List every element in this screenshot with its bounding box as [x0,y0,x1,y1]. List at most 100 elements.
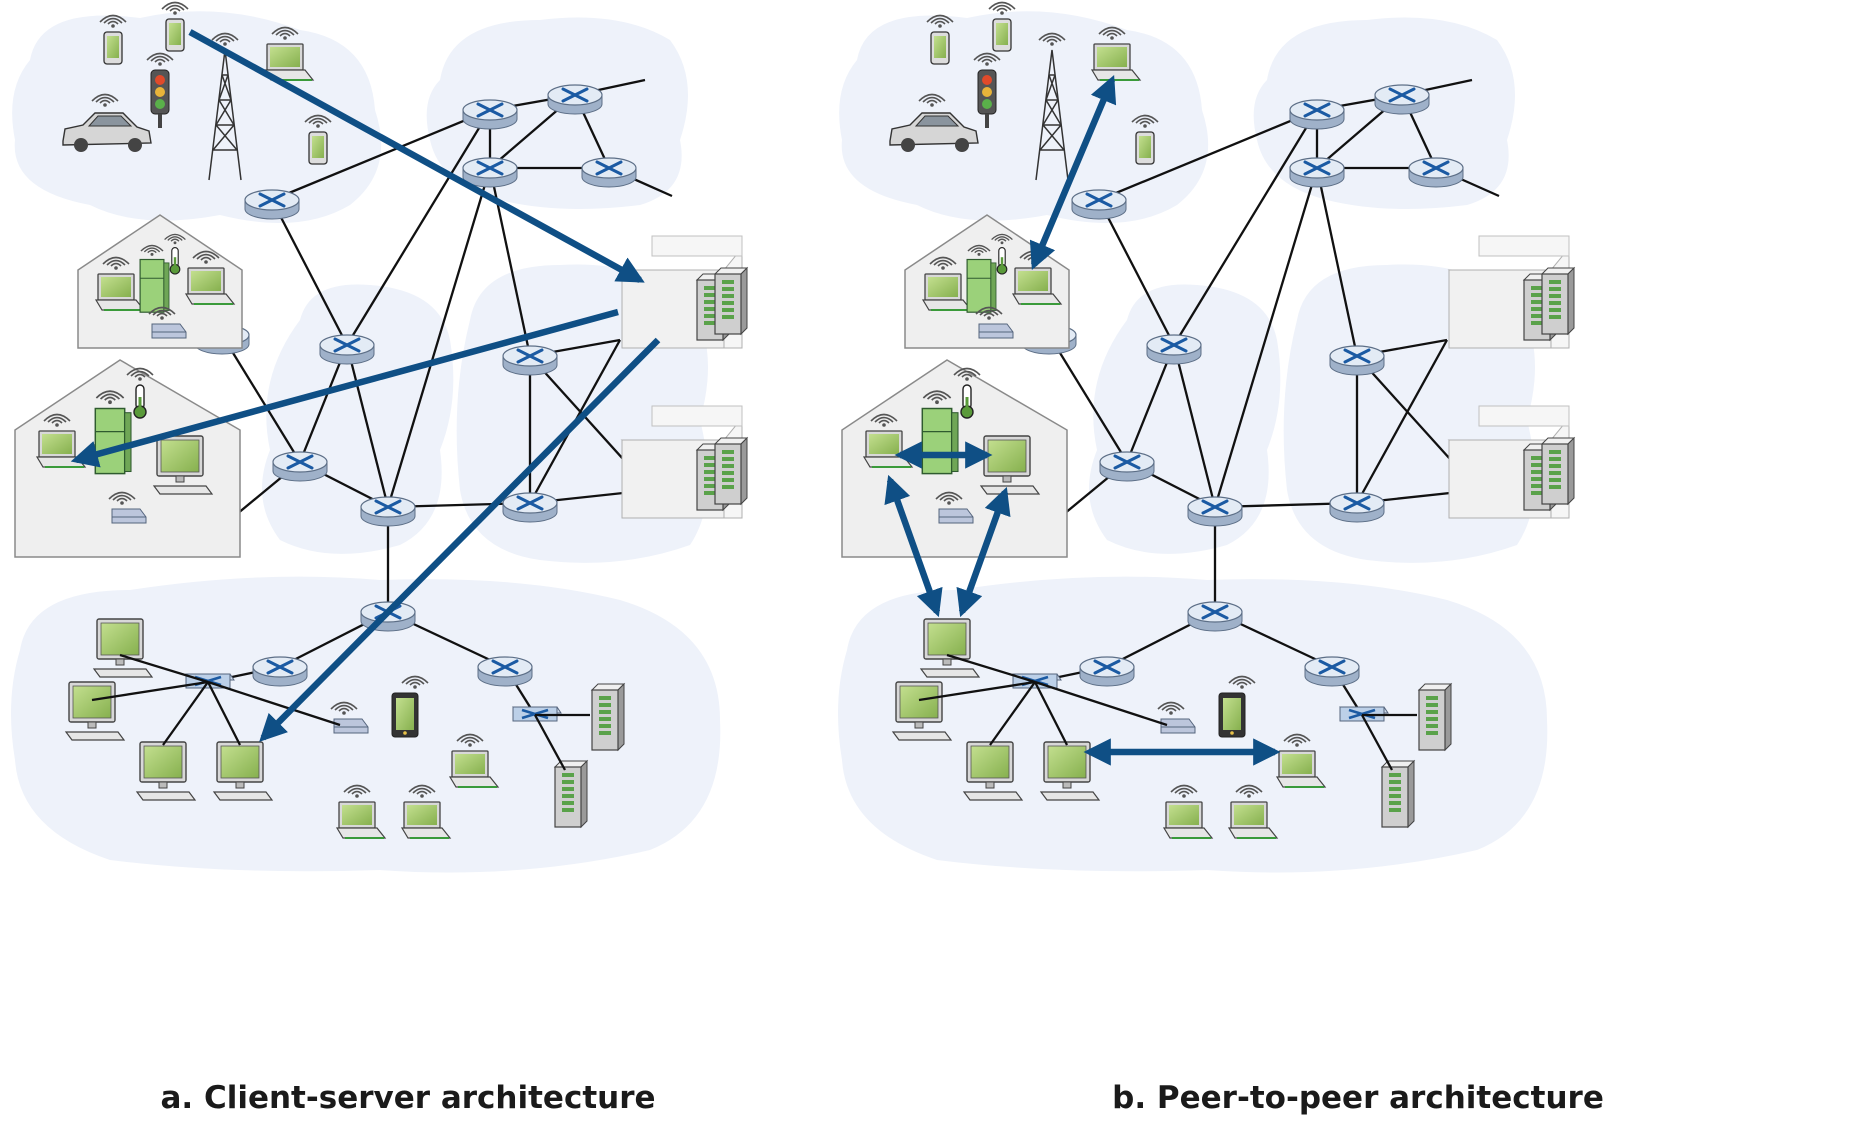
wifi-signal-icon [929,256,957,270]
traffic-light-icon [146,52,174,128]
server-rack-icon [1540,266,1576,336]
data-center-icon [620,405,749,519]
wifi-signal-icon [926,14,954,28]
wifi-signal-icon [43,413,71,427]
router-icon [581,157,637,188]
wifi-signal-icon [271,26,299,40]
wifi-signal-icon [401,675,429,689]
link-line [207,680,341,727]
smartphone-icon [99,14,127,65]
modem-icon [330,701,369,734]
router-icon [244,189,300,220]
router-icon [1289,157,1345,188]
desktop-icon [919,618,981,678]
wifi-signal-icon [408,784,436,798]
router-icon [1329,492,1385,523]
caption-peer-to-peer: b. Peer-to-peer architecture [1112,1080,1604,1116]
router-icon [1079,656,1135,687]
wifi-signal-icon [1235,784,1263,798]
router-icon [502,492,558,523]
laptop-icon [448,733,500,788]
smartphone-icon [161,1,189,52]
link-line [346,109,491,346]
wifi-signal-icon [988,1,1016,15]
link-line [91,680,209,702]
server-rack-icon [713,436,749,506]
wifi-signal-icon [975,306,1003,320]
tablet-icon [1218,675,1256,738]
desktop-icon [92,618,154,678]
car-icon [889,93,979,152]
thermometer-icon [126,367,154,419]
wifi-signal-icon [102,256,130,270]
link-line [271,108,491,202]
link-line [989,681,1036,746]
data-center-icon [620,235,749,349]
traffic-light-icon [973,52,1001,128]
link-line [918,680,1036,702]
wifi-signal-icon [192,250,220,264]
link-line [533,714,567,771]
router-icon [1304,656,1360,687]
tablet-icon [391,675,429,738]
wifi-signal-icon [1131,114,1159,128]
link-line [1034,680,1168,727]
server-rack-icon [1380,759,1416,829]
communication-arrow [259,337,661,742]
laptop-icon [35,413,87,468]
laptop-icon [184,250,236,305]
router-icon [1071,189,1127,220]
smartphone-icon [926,14,954,65]
wifi-signal-icon [108,491,136,505]
thermometer-icon [164,233,186,275]
desktop-icon [891,681,953,741]
router-icon [1329,345,1385,376]
panel-client-server [11,1,749,873]
modem-icon [975,306,1014,339]
wifi-signal-icon [967,244,991,256]
desktop-icon [212,741,274,801]
wifi-signal-icon [1228,675,1256,689]
desktop-icon [1039,741,1101,801]
router-icon [1289,99,1345,130]
router-icon [547,84,603,115]
server-rack-icon [1540,436,1576,506]
modem-icon [148,306,187,339]
wifi-signal-icon [1098,26,1126,40]
wifi-signal-icon [918,93,946,107]
link-line [1033,681,1069,746]
network-cloud [1089,284,1281,554]
wifi-signal-icon [330,701,358,715]
laptop-icon [921,256,973,311]
link-line [206,681,242,746]
communication-arrow [884,474,943,618]
wifi-signal-icon [973,52,1001,66]
thermometer-icon [953,367,981,419]
router-icon [1187,496,1243,527]
modem-icon [1157,701,1196,734]
wifi-signal-icon [164,233,186,245]
modem-icon [108,491,147,524]
communication-arrow [188,29,645,283]
link-line [345,344,390,508]
link-line [270,199,349,346]
desktop-icon [135,741,197,801]
server-rack-icon [590,682,626,752]
link-line [1213,167,1319,508]
caption-client-server: a. Client-server architecture [160,1080,656,1116]
router-icon [319,334,375,365]
link-line [162,681,209,746]
router-icon [502,345,558,376]
wifi-signal-icon [148,306,176,320]
wifi-signal-icon [304,114,332,128]
link-line [946,653,1036,684]
link-line [1360,714,1394,771]
laptop-icon [1227,784,1279,839]
router-icon [360,496,416,527]
wifi-signal-icon [1283,733,1311,747]
wifi-signal-icon [991,233,1013,245]
wifi-signal-icon [1157,701,1185,715]
link-line [1125,344,1176,463]
router-icon [477,656,533,687]
